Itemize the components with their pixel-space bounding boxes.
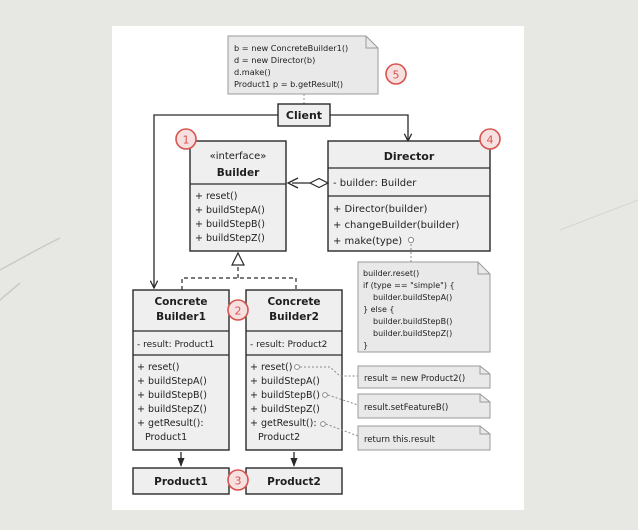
svg-text:3: 3	[235, 475, 242, 488]
concrete2-name: Concrete	[267, 296, 320, 308]
concrete2-method: + buildStepA()	[250, 376, 320, 387]
badge-4: 4	[479, 128, 501, 150]
note-text: result = new Product2()	[364, 374, 465, 384]
note-line: d = new Director(b)	[234, 55, 315, 65]
concrete-builder2-class: Concrete Builder2 - result: Product2 + r…	[245, 289, 343, 451]
concrete1-name: Concrete	[154, 296, 207, 308]
product2-class: Product2	[245, 467, 343, 495]
concrete1-method: + getResult():	[137, 418, 204, 429]
concrete2-method: Product2	[258, 432, 300, 443]
builder-stereotype: «interface»	[210, 151, 267, 162]
concrete1-method: + reset()	[137, 362, 179, 373]
note-set-feature: result.setFeatureB()	[357, 393, 491, 419]
director-name: Director	[384, 150, 435, 163]
svg-text:2: 2	[235, 305, 242, 318]
realization-arrows	[181, 251, 297, 290]
concrete1-method: + buildStepB()	[137, 390, 207, 401]
concrete-builder1-class: Concrete Builder1 - result: Product1 + r…	[132, 289, 230, 451]
client-name: Client	[286, 109, 322, 122]
note-line: builder.buildStepZ()	[373, 329, 452, 338]
client-to-director-arrow	[330, 114, 408, 141]
badge-3: 3	[227, 469, 249, 491]
concrete1-name: Builder1	[156, 311, 206, 323]
note-line: Product1 p = b.getResult()	[234, 79, 343, 89]
note-line: builder.buildStepA()	[373, 293, 452, 302]
client-to-concrete1-arrow	[154, 114, 278, 288]
aggregation-arrow	[286, 177, 330, 189]
director-method: + Director(builder)	[333, 204, 427, 215]
note-line: b = new ConcreteBuilder1()	[234, 43, 348, 53]
badge-5: 5	[385, 63, 407, 85]
svg-text:5: 5	[393, 69, 400, 82]
concrete1-method: + buildStepZ()	[137, 404, 207, 415]
concrete1-field: - result: Product1	[137, 340, 214, 350]
svg-text:1: 1	[183, 134, 190, 147]
note-line: builder.buildStepB()	[373, 317, 452, 326]
concrete2-field: - result: Product2	[250, 340, 327, 350]
director-method: + make(type)	[333, 236, 402, 247]
concrete2-method: + buildStepB()	[250, 390, 320, 401]
product1-class: Product1	[132, 467, 230, 495]
director-make-note: builder.reset() if (type == "simple") { …	[357, 261, 491, 353]
note-text: result.setFeatureB()	[364, 403, 448, 413]
svg-text:4: 4	[487, 134, 494, 147]
note-return-result: return this.result	[357, 425, 491, 451]
note-line: d.make()	[234, 67, 271, 77]
badge-2: 2	[227, 299, 249, 321]
note-line: builder.reset()	[363, 269, 419, 278]
product2-name: Product2	[267, 476, 321, 488]
method-note-connectors	[294, 364, 359, 437]
product1-name: Product1	[154, 476, 208, 488]
note-result-new: result = new Product2()	[357, 365, 491, 389]
concrete2-name: Builder2	[269, 311, 319, 323]
make-anchor	[407, 236, 415, 244]
note-line: }	[363, 341, 368, 350]
badge-1: 1	[175, 128, 197, 150]
builder-interface: «interface» Builder + reset() + buildSte…	[189, 140, 287, 252]
client-code-note: b = new ConcreteBuilder1() d = new Direc…	[227, 35, 379, 95]
note-line: } else {	[363, 305, 395, 314]
director-method: + changeBuilder(builder)	[333, 220, 459, 231]
builder-method: + buildStepA()	[195, 205, 265, 216]
concrete2-method: + getResult():	[250, 418, 317, 429]
note-text: return this.result	[364, 435, 436, 445]
builder-name: Builder	[217, 167, 260, 179]
concrete2-method: + buildStepZ()	[250, 404, 320, 415]
concrete2-method: + reset()	[250, 362, 292, 373]
director-field: - builder: Builder	[333, 178, 417, 189]
note-line: if (type == "simple") {	[363, 281, 455, 290]
builder-method: + buildStepZ()	[195, 233, 265, 244]
client-class: Client	[277, 103, 331, 127]
concrete1-method: Product1	[145, 432, 187, 443]
concrete1-method: + buildStepA()	[137, 376, 207, 387]
director-class: Director - builder: Builder + Director(b…	[327, 140, 491, 252]
builder-method: + reset()	[195, 191, 237, 202]
builder-method: + buildStepB()	[195, 219, 265, 230]
